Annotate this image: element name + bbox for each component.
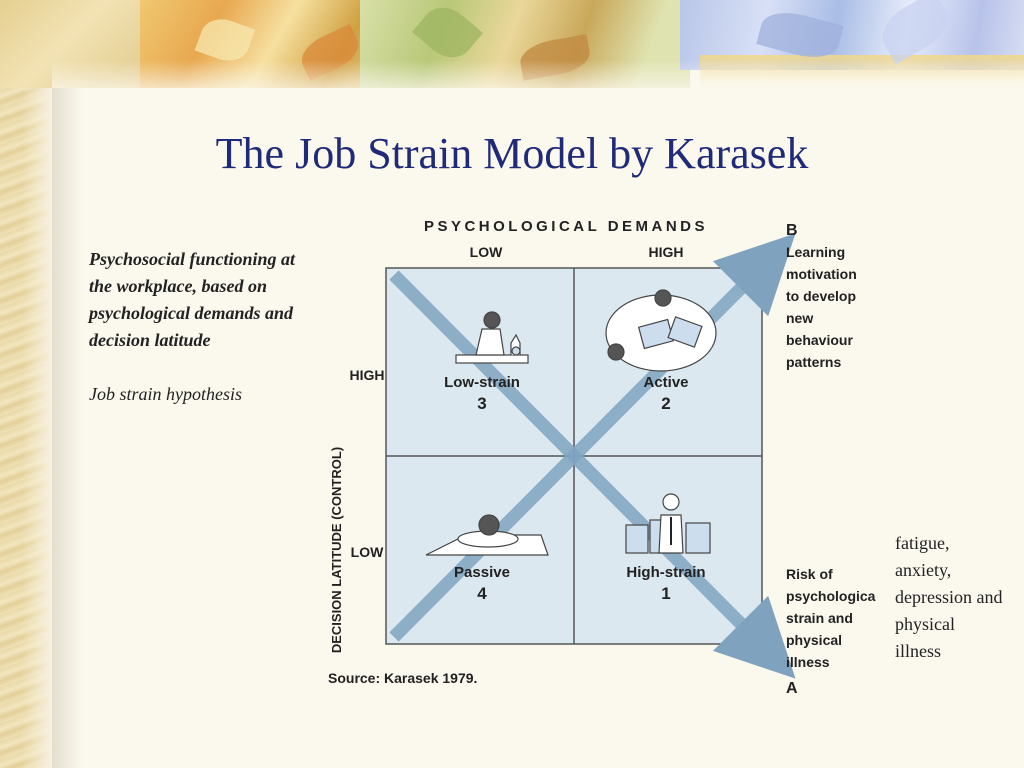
arrow-a-line: psychological [786,588,876,604]
arrow-a-line: illness [786,654,830,670]
arrow-b-line: patterns [786,354,841,370]
diagram-svg: PSYCHOLOGICAL DEMANDS LOW HIGH DECISION … [328,218,879,697]
stressed-worker-illustration [625,493,711,554]
quadrant-passive-label: Passive [454,564,510,581]
arrow-a-line: Risk of [786,566,833,582]
quadrant-low-strain-number: 3 [477,394,486,413]
arrow-b-line: behaviour [786,332,853,348]
quadrant-high-strain-label: High-strain [626,564,705,581]
left-texture-strip [0,0,52,768]
top-axis-title: PSYCHOLOGICAL DEMANDS [424,218,708,235]
quadrant-active-number: 2 [661,394,670,413]
job-strain-diagram: PSYCHOLOGICAL DEMANDS LOW HIGH DECISION … [316,205,879,700]
source-citation: Source: Karasek 1979. [328,670,477,686]
top-axis-low: LOW [470,244,503,260]
side-axis-low: LOW [351,544,384,560]
sleeping-worker-illustration [425,514,549,556]
arrow-b-line: new [786,310,813,326]
description-heading: Psychosocial functioning at the workplac… [89,249,296,350]
slide-title: The Job Strain Model by Karasek [215,129,809,178]
arrow-b-line: motivation [786,266,857,282]
meeting-illustration [605,289,717,372]
outcome-note: fatigue, anxiety, depression and physica… [895,533,1003,661]
decorative-banner [0,0,1024,88]
side-axis-high: HIGH [350,367,385,383]
left-description: Psychosocial functioning at the workplac… [89,246,309,408]
arrow-a-letter: A [786,680,798,697]
quadrant-active-label: Active [643,374,688,391]
arrow-b-letter: B [786,222,798,239]
arrow-a-line: strain and [786,610,853,626]
arrow-a-line: physical [786,632,842,648]
arrow-b-line: Learning [786,244,845,260]
side-axis-title: DECISION LATITUDE (CONTROL) [329,447,344,653]
arrow-b-line: to develop [786,288,856,304]
arrow-a-diagonal [389,270,796,679]
slide-edge-shadow [52,0,82,768]
description-subheading: Job strain hypothesis [89,384,242,404]
top-axis-high: HIGH [649,244,684,260]
scientist-illustration [455,311,529,364]
quadrant-low-strain-label: Low-strain [444,374,520,391]
quadrant-high-strain-number: 1 [661,584,670,603]
quadrant-passive-number: 4 [477,584,487,603]
